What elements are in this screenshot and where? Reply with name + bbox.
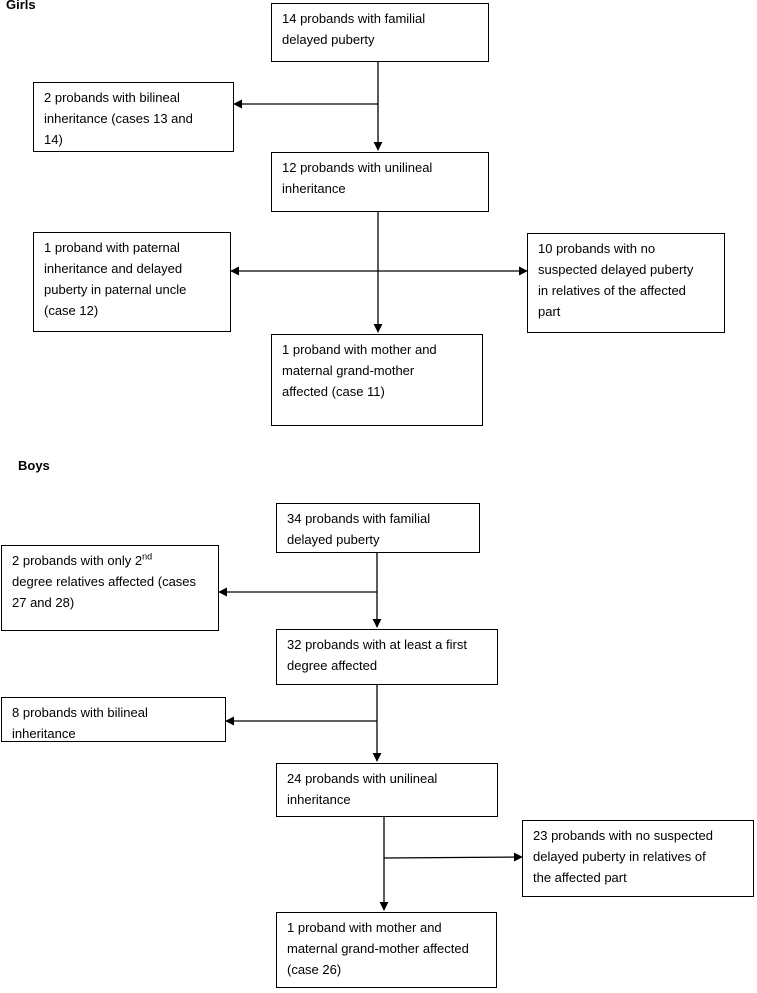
boys-no-suspected-box: 23 probands with no suspected delayed pu… [522, 820, 754, 897]
girls-unilineal-text: 12 probands with unilineal inheritance [282, 160, 433, 196]
boys-second-degree-sup: nd [142, 551, 153, 562]
boys-arrow-to-no-suspected [383, 852, 523, 862]
boys-unilineal-text: 24 probands with unilineal inheritance [287, 771, 438, 807]
boys-section-label: Boys [18, 458, 50, 473]
boys-maternal-box: 1 proband with mother and maternal grand… [276, 912, 497, 988]
boys-maternal-text: 1 proband with mother and maternal grand… [287, 920, 469, 977]
boys-start-box: 34 probands with familial delayed pubert… [276, 503, 480, 553]
girls-unilineal-box: 12 probands with unilineal inheritance [271, 152, 489, 212]
boys-start-text: 34 probands with familial delayed pubert… [287, 511, 431, 547]
girls-no-suspected-box: 10 probands with no suspected delayed pu… [527, 233, 725, 333]
girls-maternal-box: 1 proband with mother and maternal grand… [271, 334, 483, 426]
girls-paternal-box: 1 proband with paternal inheritance and … [33, 232, 231, 332]
girls-start-text: 14 probands with familial delayed pubert… [282, 11, 426, 47]
girls-start-box: 14 probands with familial delayed pubert… [271, 3, 489, 62]
boys-second-degree-text-a: 2 probands with only 2 [12, 553, 143, 568]
boys-bilineal-text: 8 probands with bilineal inheritance [12, 705, 148, 741]
boys-second-degree-text: 2 probands with only 2nd degree relative… [12, 550, 208, 613]
girls-no-suspected-text: 10 probands with no suspected delayed pu… [538, 241, 694, 319]
girls-section-label: Girls [6, 0, 36, 12]
girls-maternal-text: 1 proband with mother and maternal grand… [282, 342, 437, 399]
boys-unilineal-box: 24 probands with unilineal inheritance [276, 763, 498, 817]
boys-bilineal-box: 8 probands with bilineal inheritance [1, 697, 226, 742]
girls-bilineal-text: 2 probands with bilineal inheritance (ca… [44, 90, 193, 147]
boys-second-degree-text-b: degree relatives affected (cases 27 and … [12, 574, 197, 610]
girls-paternal-text: 1 proband with paternal inheritance and … [44, 240, 187, 318]
boys-no-suspected-text: 23 probands with no suspected delayed pu… [533, 828, 713, 885]
boys-second-degree-box: 2 probands with only 2nd degree relative… [1, 545, 219, 631]
girls-bilineal-box: 2 probands with bilineal inheritance (ca… [33, 82, 234, 152]
boys-first-degree-text: 32 probands with at least a first degree… [287, 637, 467, 673]
boys-first-degree-box: 32 probands with at least a first degree… [276, 629, 498, 685]
